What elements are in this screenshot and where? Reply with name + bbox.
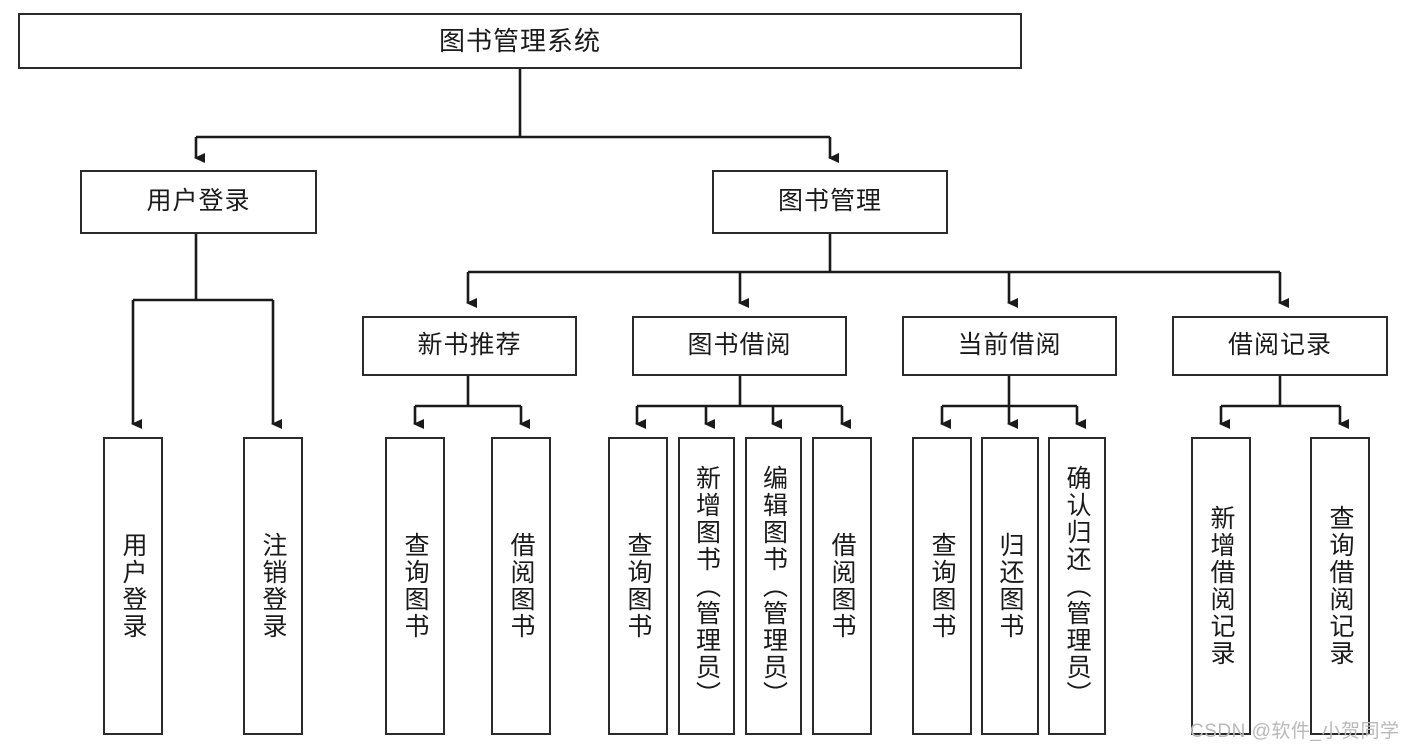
node-leaf-add-book[interactable]: 新增图书（管理员）: [678, 437, 735, 735]
node-leaf-edit-book[interactable]: 编辑图书（管理员）: [745, 437, 802, 735]
node-user-login[interactable]: 用户登录: [80, 170, 317, 234]
node-leaf-edit-book-label: 编辑图书（管理员）: [759, 464, 788, 708]
node-leaf-query-book-rec-label: 查询图书: [401, 532, 429, 640]
node-leaf-confirm-return-label: 确认归还（管理员）: [1063, 464, 1091, 708]
node-leaf-return-book[interactable]: 归还图书: [981, 437, 1039, 735]
node-leaf-borrow-book[interactable]: 借阅图书: [812, 437, 872, 735]
node-current-borrow[interactable]: 当前借阅: [902, 316, 1117, 376]
node-leaf-query-book-borrow-label: 查询图书: [624, 532, 652, 640]
node-leaf-borrow-book-rec[interactable]: 借阅图书: [491, 437, 551, 735]
node-book-manage[interactable]: 图书管理: [712, 170, 948, 234]
node-leaf-query-borrow-record-label: 查询借阅记录: [1326, 505, 1354, 667]
node-leaf-user-login[interactable]: 用户登录: [103, 437, 163, 735]
node-new-book-recommend[interactable]: 新书推荐: [362, 316, 577, 376]
node-leaf-return-book-label: 归还图书: [996, 532, 1024, 640]
node-leaf-borrow-book-label: 借阅图书: [828, 532, 856, 640]
node-leaf-user-logout-label: 注销登录: [259, 532, 287, 640]
node-leaf-add-borrow-record-label: 新增借阅记录: [1207, 505, 1235, 667]
node-leaf-add-borrow-record[interactable]: 新增借阅记录: [1191, 437, 1251, 735]
node-leaf-confirm-return[interactable]: 确认归还（管理员）: [1048, 437, 1106, 735]
node-leaf-query-book-borrow[interactable]: 查询图书: [608, 437, 668, 735]
node-leaf-user-login-label: 用户登录: [119, 532, 147, 640]
node-leaf-query-book-rec[interactable]: 查询图书: [385, 437, 445, 735]
csdn-watermark: CSDN @软件_小贺同学: [1190, 721, 1400, 742]
node-leaf-query-book-current[interactable]: 查询图书: [912, 437, 972, 735]
node-leaf-query-book-current-label: 查询图书: [928, 532, 956, 640]
node-borrow-record[interactable]: 借阅记录: [1172, 316, 1388, 376]
node-book-borrow[interactable]: 图书借阅: [632, 316, 847, 376]
node-leaf-add-book-label: 新增图书（管理员）: [692, 464, 721, 708]
node-leaf-borrow-book-rec-label: 借阅图书: [507, 532, 535, 640]
node-root-system[interactable]: 图书管理系统: [18, 13, 1022, 69]
node-leaf-user-logout[interactable]: 注销登录: [243, 437, 303, 735]
node-leaf-query-borrow-record[interactable]: 查询借阅记录: [1310, 437, 1370, 735]
